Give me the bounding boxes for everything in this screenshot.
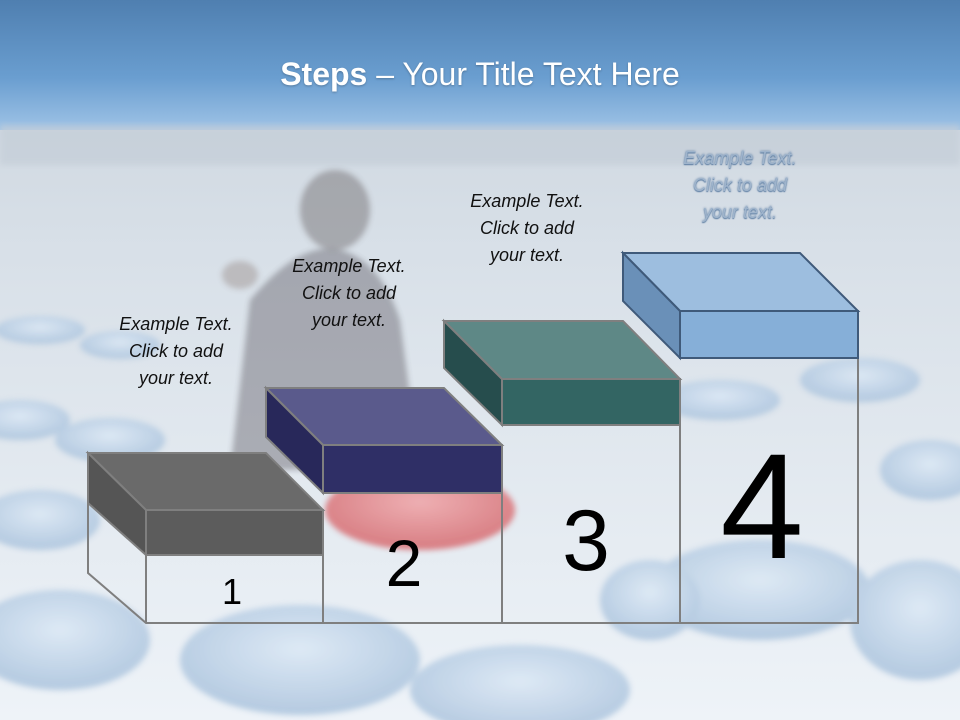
step-2-caption[interactable]: Example Text. Click to add your text. — [292, 256, 406, 330]
step-1-front — [145, 509, 324, 556]
step-4-number: 4 — [720, 422, 803, 590]
step-1-number: 1 — [222, 571, 242, 612]
step-2-front — [322, 444, 503, 494]
step-3-number: 3 — [562, 493, 610, 589]
step-2-number: 2 — [386, 526, 423, 600]
step-4-front — [679, 310, 859, 359]
step-4-caption[interactable]: Example Text. Click to add your text. — [683, 148, 797, 222]
step-2-block — [263, 385, 505, 496]
step-1-caption[interactable]: Example Text. Click to add your text. — [119, 314, 233, 388]
step-4-block — [620, 250, 861, 361]
step-3-front — [501, 378, 681, 426]
page-title[interactable]: Steps – Your Title Text Here — [0, 52, 960, 96]
title-rest: – Your Title Text Here — [367, 56, 680, 92]
title-bold: Steps — [280, 56, 368, 92]
step-3-caption[interactable]: Example Text. Click to add your text. — [470, 191, 584, 265]
step-3-block — [441, 318, 683, 428]
step-1-block — [85, 450, 326, 558]
